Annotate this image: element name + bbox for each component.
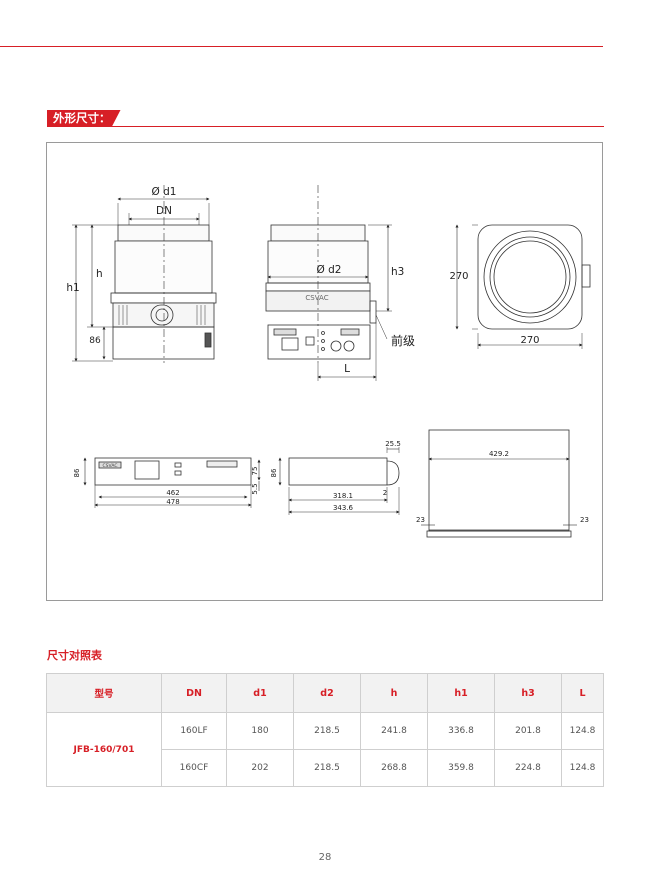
section-rule — [107, 126, 604, 127]
table-cell: 180 — [226, 712, 294, 750]
table-cell: 241.8 — [360, 712, 428, 750]
dim-ctrl-462: 462 — [166, 489, 179, 497]
dim-side-25-5: 25.5 — [385, 440, 401, 448]
table-cell: 218.5 — [293, 749, 361, 787]
dim-top-right-23: 23 — [580, 516, 589, 524]
pump-front-view — [72, 185, 217, 363]
controller-brand-logo: CSVAC — [103, 463, 118, 469]
dim-dn: DN — [156, 205, 172, 217]
col-l: L — [561, 673, 604, 713]
dim-h1: h1 — [66, 282, 79, 294]
controller-side-view — [278, 447, 400, 515]
table-cell: 224.8 — [494, 749, 562, 787]
dim-ctrl-75: 75 — [251, 467, 259, 476]
col-d2: d2 — [293, 673, 361, 713]
dim-86: 86 — [89, 336, 101, 346]
table-title: 尺寸对照表 — [47, 649, 102, 662]
col-h3: h3 — [494, 673, 562, 713]
dim-l: L — [344, 363, 350, 375]
dim-ctrl-478: 478 — [166, 498, 179, 506]
col-model: 型号 — [46, 673, 162, 713]
dimension-drawing: Ø d1 DN h1 h 86 Ø d2 h3 L 前级 CSVAC 270 2… — [66, 185, 591, 538]
section-title: 外形尺寸： — [47, 110, 121, 127]
col-d1: d1 — [226, 673, 294, 713]
dim-top-width: 270 — [520, 335, 539, 346]
pump-brand-logo: CSVAC — [305, 294, 328, 302]
dim-h: h — [96, 268, 103, 280]
section-header: 外形尺寸： — [47, 110, 604, 128]
dimension-table: 型号 DN d1 d2 h h1 h3 L JFB-160/701 160LF … — [46, 673, 604, 787]
dim-h3: h3 — [391, 266, 404, 278]
dim-top-429-2: 429.2 — [489, 450, 509, 458]
table-cell: 218.5 — [293, 712, 361, 750]
col-h1: h1 — [427, 673, 495, 713]
table-cell: 201.8 — [494, 712, 562, 750]
table-cell: 160LF — [161, 712, 227, 750]
preline-label: 前级 — [391, 333, 415, 348]
header-rule — [0, 46, 603, 47]
pump-side-view — [265, 185, 392, 381]
drawing-frame: Ø d1 DN h1 h 86 Ø d2 h3 L 前级 CSVAC 270 2… — [46, 142, 603, 601]
dim-side-2: 2 — [383, 489, 387, 497]
dim-d1: Ø d1 — [152, 186, 177, 198]
table-cell: 160CF — [161, 749, 227, 787]
col-h: h — [360, 673, 428, 713]
table-cell: 268.8 — [360, 749, 428, 787]
dim-side-86: 86 — [270, 468, 278, 477]
table-row: 160CF 202 218.5 268.8 359.8 224.8 124.8 — [47, 749, 604, 787]
controller-front-view — [83, 457, 261, 508]
page-number: 28 — [318, 852, 332, 863]
dim-side-318-1: 318.1 — [333, 492, 353, 500]
dim-d2: Ø d2 — [317, 264, 342, 276]
col-dn: DN — [161, 673, 227, 713]
table-cell: 202 — [226, 749, 294, 787]
controller-top-view — [421, 429, 577, 538]
table-cell: 359.8 — [427, 749, 495, 787]
table-header-row: 型号 DN d1 d2 h h1 h3 L — [46, 673, 604, 713]
model-cell: JFB-160/701 — [46, 712, 162, 787]
dim-ctrl-5-5: 5.5 — [251, 483, 259, 494]
dim-top-left-23: 23 — [416, 516, 425, 524]
pump-top-view — [455, 224, 591, 349]
dim-side-343-6: 343.6 — [333, 504, 354, 512]
table-cell: 124.8 — [561, 712, 604, 750]
dim-top-height: 270 — [449, 271, 468, 282]
table-cell: 124.8 — [561, 749, 604, 787]
table-row: JFB-160/701 160LF 180 218.5 241.8 336.8 … — [46, 712, 604, 787]
table-cell: 336.8 — [427, 712, 495, 750]
dim-ctrl-86: 86 — [73, 468, 81, 477]
